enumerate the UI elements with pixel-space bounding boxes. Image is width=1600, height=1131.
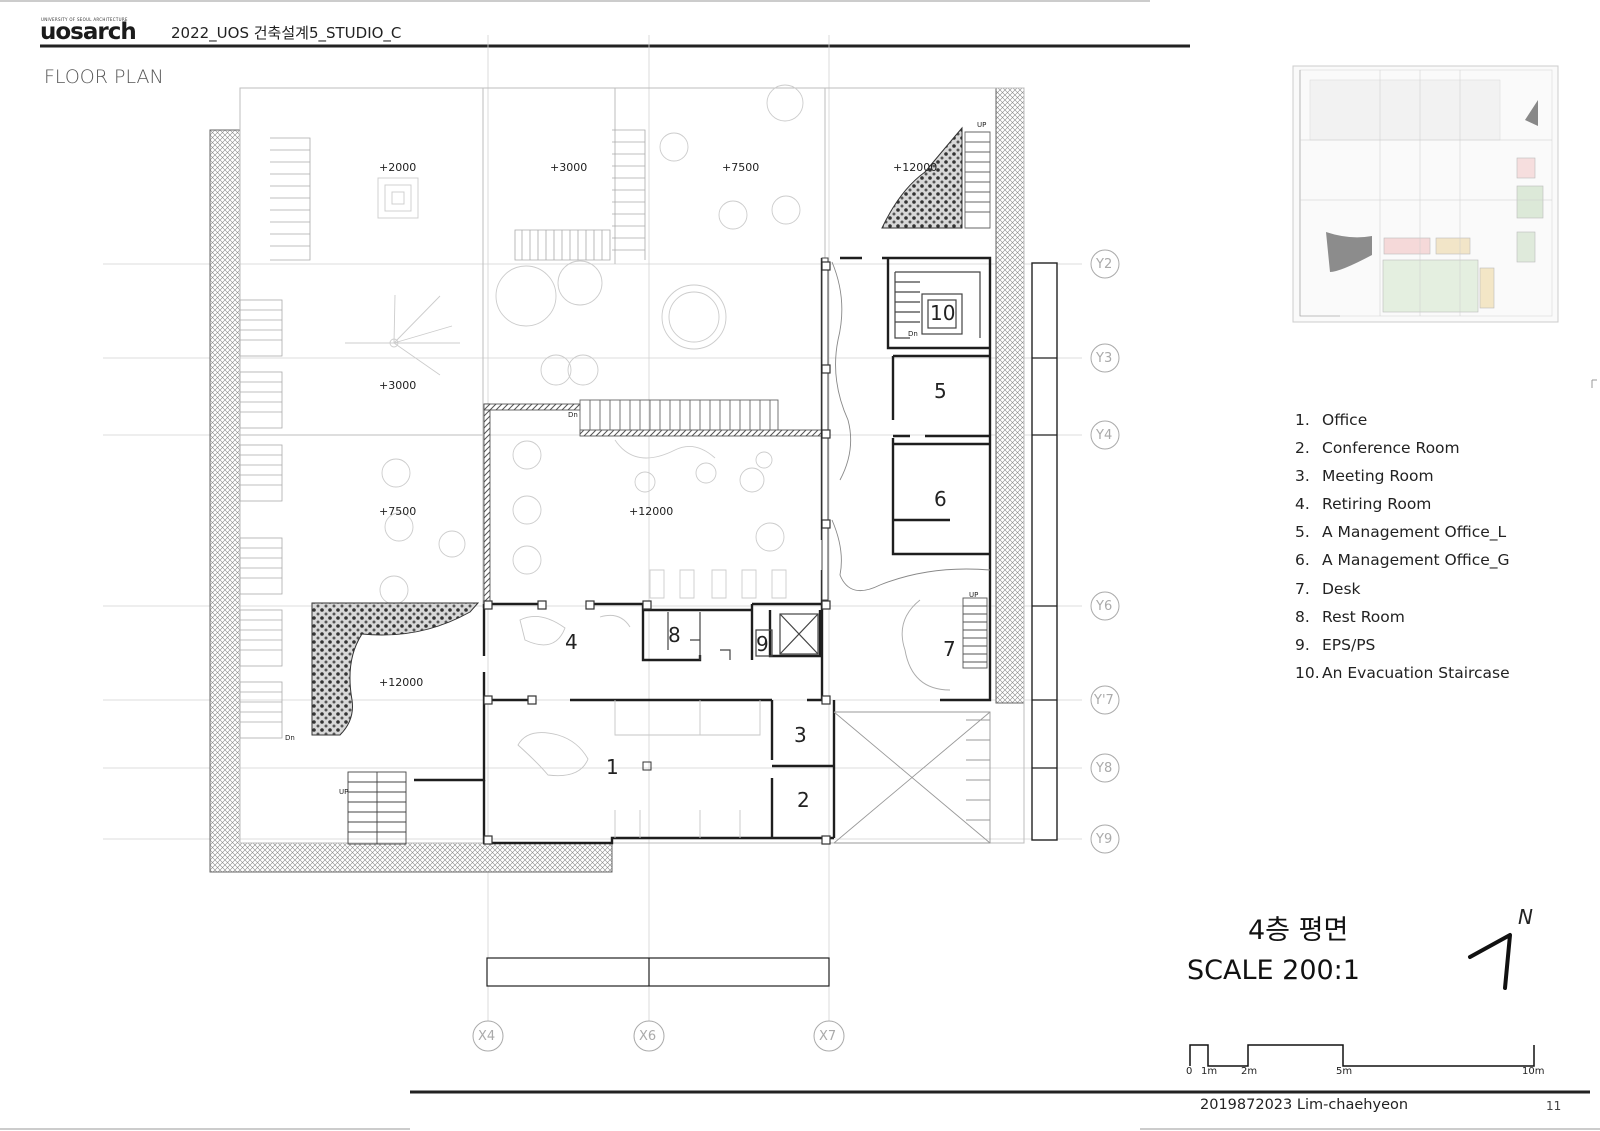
course-title: 2022_UOS 건축설계5_STUDIO_C (171, 24, 402, 42)
student-id-name: 2019872023 Lim-chaehyeon (1200, 1097, 1409, 1113)
legend-number: 5. (1295, 523, 1310, 542)
legend-item: 5. A Management Office_L (1295, 523, 1510, 551)
grid-label-y7: Y'7 (1094, 693, 1114, 708)
room-number-6: 6 (934, 487, 947, 511)
legend-number: 6. (1295, 551, 1310, 570)
uosarch-logo: uosarch (40, 19, 137, 45)
level-label: +3000 (550, 161, 588, 174)
room-number-1: 1 (606, 755, 619, 779)
grid-label-x7: X7 (819, 1029, 837, 1044)
room-number-9: 9 (756, 632, 769, 656)
legend-item: 8. Rest Room (1295, 608, 1510, 636)
room-number-2: 2 (797, 788, 810, 812)
legend-item: 2. Conference Room (1295, 439, 1510, 467)
grid-label-y6: Y6 (1096, 599, 1113, 614)
legend-item: 3. Meeting Room (1295, 467, 1510, 495)
grid-label-y9: Y9 (1096, 832, 1113, 847)
level-label: +7500 (722, 161, 760, 174)
level-label: +12000 (629, 505, 674, 518)
room-number-5: 5 (934, 379, 947, 403)
key-plan-thumbnail (1292, 65, 1559, 323)
room-number-3: 3 (794, 723, 807, 747)
room-number-4: 4 (565, 630, 578, 654)
grid-label-y4: Y4 (1096, 428, 1113, 443)
room-number-8: 8 (668, 623, 681, 647)
up-label: UP (977, 121, 987, 129)
legend-item: 1. Office (1295, 411, 1510, 439)
grid-label-x4: X4 (478, 1029, 496, 1044)
legend-label: Meeting Room (1322, 467, 1434, 486)
scale-bar-label: 0 (1186, 1066, 1193, 1077)
grid-label-y8: Y8 (1096, 761, 1113, 776)
level-label: +3000 (379, 379, 417, 392)
legend-number: 1. (1295, 411, 1310, 429)
legend-label: EPS/PS (1322, 635, 1376, 654)
legend-number: 8. (1295, 607, 1310, 626)
legend-label: Conference Room (1322, 439, 1460, 458)
legend-item: 7. Desk (1295, 580, 1510, 608)
legend-number: 2. (1295, 439, 1310, 458)
drawing-title: 4층 평면 (1248, 915, 1349, 946)
level-label: +12000 (379, 676, 424, 689)
dn-label: Dn (568, 411, 578, 419)
legend-number: 4. (1295, 495, 1310, 514)
scale-bar-label: 5m (1336, 1066, 1353, 1077)
legend-label: Office (1322, 411, 1368, 429)
legend-label: Rest Room (1322, 607, 1405, 626)
scale-bar-label: 1m (1201, 1066, 1218, 1077)
legend-item: 4. Retiring Room (1295, 495, 1510, 523)
legend-label: An Evacuation Staircase (1322, 663, 1510, 682)
legend-item: 6. A Management Office_G (1295, 551, 1510, 579)
legend-item: 10.An Evacuation Staircase (1295, 664, 1510, 692)
section-title: FLOOR PLAN (44, 66, 164, 88)
dn-label: Dn (285, 734, 295, 742)
room-number-7: 7 (943, 637, 956, 661)
north-label: N (1518, 905, 1533, 929)
scale-bar-label: 2m (1241, 1066, 1258, 1077)
legend-label: Desk (1322, 579, 1361, 598)
up-label: UP (339, 788, 349, 796)
drawing-scale: SCALE 200:1 (1187, 955, 1360, 986)
university-caption: UNIVERSITY OF SEOUL ARCHITECTURE (41, 17, 128, 22)
scale-bar-label: 10m (1522, 1066, 1545, 1077)
grid-label-y2: Y2 (1096, 257, 1113, 272)
legend-item: 9. EPS/PS (1295, 636, 1510, 664)
grid-label-x6: X6 (639, 1029, 657, 1044)
legend-label: A Management Office_L (1322, 523, 1507, 542)
dn-label: Dn (908, 330, 918, 338)
up-label: UP (969, 591, 979, 599)
page-number: 11 (1546, 1099, 1562, 1113)
level-label: +12000 (893, 161, 938, 174)
legend-label: Retiring Room (1322, 495, 1432, 514)
legend-number: 10. (1295, 663, 1320, 682)
level-label: +2000 (379, 161, 417, 174)
legend-label: A Management Office_G (1322, 551, 1510, 570)
room-number-10: 10 (930, 301, 956, 325)
legend-number: 7. (1295, 579, 1310, 598)
room-legend: 1. Office 2. Conference Room 3. Meeting Roo… (1295, 411, 1510, 692)
legend-number: 9. (1295, 635, 1310, 654)
legend-number: 3. (1295, 467, 1310, 486)
level-label: +7500 (379, 505, 417, 518)
grid-label-y3: Y3 (1096, 351, 1113, 366)
